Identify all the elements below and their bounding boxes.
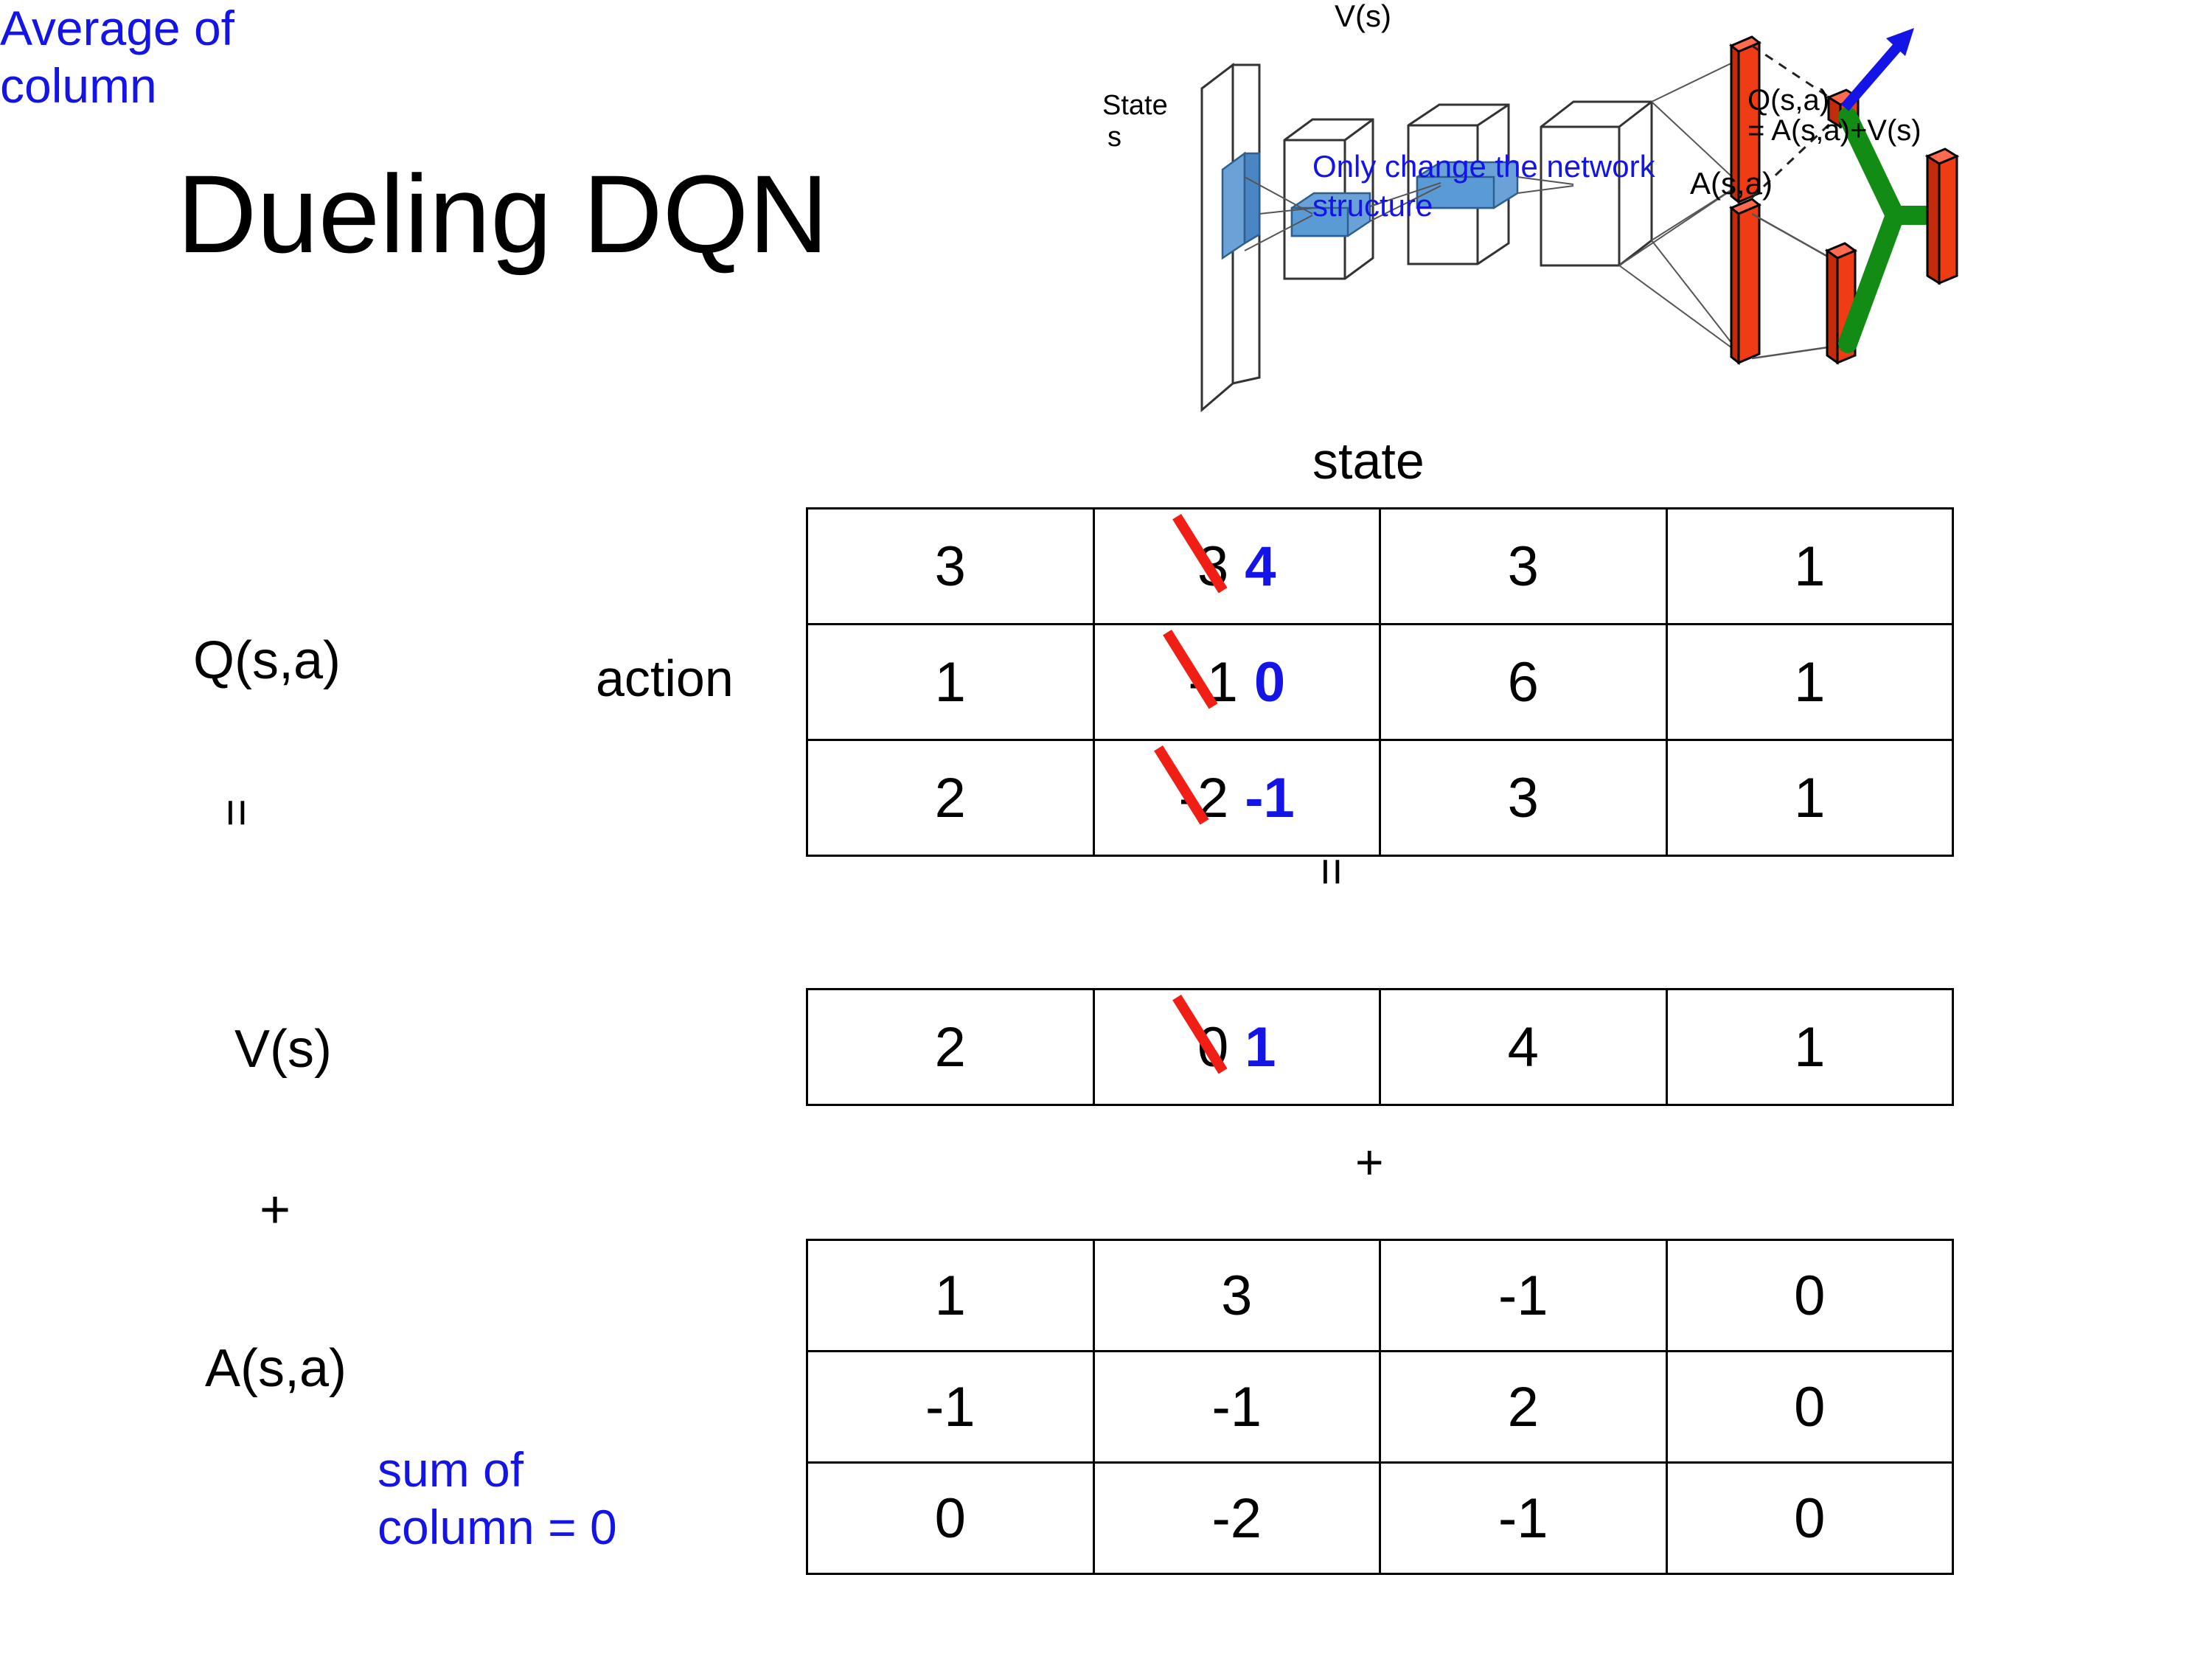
q-cell-r0c1[interactable]: 3 4	[1092, 507, 1381, 625]
q-cell-r1c2[interactable]: 6	[1379, 623, 1668, 741]
diagram-advantage-output-label: A(s,a)	[1690, 166, 1773, 201]
diagram-note: Only change the network structure	[1312, 149, 1655, 223]
q-cell-r2c1[interactable]: -2 -1	[1092, 739, 1381, 857]
replacement-value: 0	[1253, 650, 1286, 714]
average-of-column-note-line2: column	[0, 58, 157, 113]
struck-value: 3	[1197, 535, 1229, 598]
v-cell-c3[interactable]: 1	[1665, 988, 1954, 1106]
q-cell-r1c0[interactable]: 1	[806, 623, 1095, 741]
advantage-table: 1 3 -1 0 -1 -1 2 0 0 -2 -1 0	[806, 1239, 1954, 1575]
replacement-value: 4	[1245, 535, 1276, 598]
a-cell-r0c1[interactable]: 3	[1092, 1239, 1381, 1352]
q-cell-r0c0[interactable]: 3	[806, 507, 1095, 625]
struck-value: -1	[1188, 650, 1238, 714]
plus-sign-2: +	[1355, 1135, 1384, 1189]
a-cell-r2c3[interactable]: 0	[1665, 1461, 1954, 1575]
table-row: 2 -2 -1 3 1	[806, 739, 1954, 857]
equals-sign-2: =	[1305, 858, 1360, 886]
q-value-table: 3 3 4 3 1 1 -1 0 6 1 2	[806, 507, 1954, 857]
a-cell-r2c0[interactable]: 0	[806, 1461, 1095, 1575]
q-cell-r1c1[interactable]: -1 0	[1092, 623, 1381, 741]
state-axis-label: state	[1312, 432, 1425, 490]
table-row: 3 3 4 3 1	[806, 507, 1954, 625]
page-title: Dueling DQN	[177, 152, 829, 276]
value-arrow-icon	[1840, 28, 1914, 111]
v-cell-c1[interactable]: 0 1	[1092, 988, 1381, 1106]
q-cell-r2c2[interactable]: 3	[1379, 739, 1668, 857]
average-of-column-note-line1: Average of	[0, 1, 235, 55]
v-function-label: V(s)	[234, 1020, 332, 1079]
a-cell-r2c2[interactable]: -1	[1379, 1461, 1668, 1575]
replacement-value: 1	[1245, 1015, 1276, 1079]
a-cell-r1c1[interactable]: -1	[1092, 1350, 1381, 1464]
table-row: 1 -1 0 6 1	[806, 623, 1954, 741]
q-cell-r0c3[interactable]: 1	[1665, 507, 1954, 625]
table-row: 1 3 -1 0	[806, 1239, 1954, 1352]
sum-of-column-note: sum of column = 0	[378, 1441, 617, 1557]
q-function-label: Q(s,a)	[193, 631, 341, 690]
diagram-input-label-line2: s	[1107, 122, 1121, 153]
table-row: 0 -2 -1 0	[806, 1461, 1954, 1575]
sum-of-column-note-line1: sum of	[378, 1442, 524, 1497]
a-cell-r0c0[interactable]: 1	[806, 1239, 1095, 1352]
table-row: 2 0 1 4 1	[806, 988, 1954, 1106]
a-cell-r2c1[interactable]: -2	[1092, 1461, 1381, 1575]
v-cell-c0[interactable]: 2	[806, 988, 1095, 1106]
a-cell-r1c3[interactable]: 0	[1665, 1350, 1954, 1464]
average-of-column-note: Average of column	[0, 0, 234, 115]
a-cell-r1c0[interactable]: -1	[806, 1350, 1095, 1464]
diagram-input-label-line1: State	[1102, 90, 1168, 121]
network-diagram-svg	[1200, 28, 1960, 413]
dueling-network-diagram: State s V(s) A(s,a) Q(s,a) = A(s,a)+V(s)…	[1091, 0, 2212, 413]
diagram-q-output-formula: = A(s,a)+V(s)	[1747, 114, 1921, 147]
a-cell-r0c2[interactable]: -1	[1379, 1239, 1668, 1352]
q-cell-r1c3[interactable]: 1	[1665, 623, 1954, 741]
struck-value: 0	[1197, 1015, 1229, 1079]
q-cell-r2c0[interactable]: 2	[806, 739, 1095, 857]
q-cell-r0c2[interactable]: 3	[1379, 507, 1668, 625]
replacement-value: -1	[1245, 766, 1295, 830]
sum-of-column-note-line2: column = 0	[378, 1499, 617, 1554]
a-cell-r1c2[interactable]: 2	[1379, 1350, 1668, 1464]
diagram-q-output-label: Q(s,a)	[1747, 84, 1830, 116]
v-cell-c2[interactable]: 4	[1379, 988, 1668, 1106]
table-row: -1 -1 2 0	[806, 1350, 1954, 1464]
diagram-value-output-label: V(s)	[1335, 0, 1391, 33]
a-function-label: A(s,a)	[205, 1339, 347, 1398]
plus-sign-1: +	[260, 1180, 291, 1239]
struck-value: -2	[1178, 766, 1229, 830]
a-cell-r0c3[interactable]: 0	[1665, 1239, 1954, 1352]
v-value-table: 2 0 1 4 1	[806, 988, 1954, 1106]
q-cell-r2c3[interactable]: 1	[1665, 739, 1954, 857]
action-axis-label: action	[596, 650, 734, 707]
equals-sign-1: =	[210, 799, 265, 827]
